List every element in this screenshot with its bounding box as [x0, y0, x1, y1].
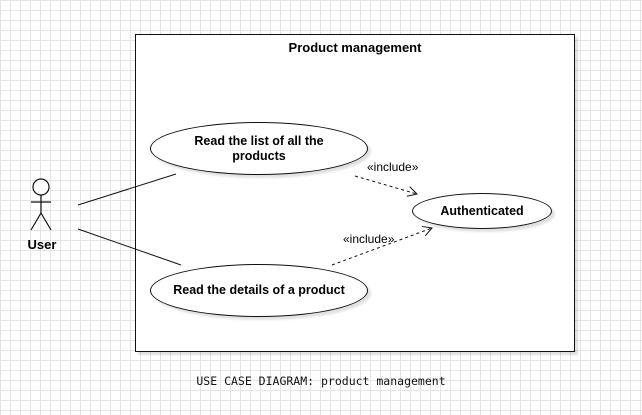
include-label-2: «include»: [343, 232, 395, 246]
usecase-read-list-label: Read the list of all the products: [194, 133, 324, 163]
usecase-read-list: Read the list of all the products: [150, 122, 368, 175]
actor-icon: [30, 178, 52, 231]
usecase-authenticated-label: Authenticated: [440, 203, 524, 218]
include-arrow-list: [354, 175, 418, 197]
diagram-caption: USE CASE DIAGRAM: product management: [196, 374, 446, 388]
system-title: Product management: [288, 40, 422, 55]
usecase-authenticated: Authenticated: [412, 193, 552, 229]
association-line-list: [77, 173, 177, 206]
association-line-details: [77, 228, 182, 266]
usecase-read-details-label: Read the details of a product: [173, 283, 345, 297]
include-label-1: «include»: [367, 160, 419, 174]
actor-label: User: [27, 237, 57, 252]
usecase-read-details: Read the details of a product: [150, 264, 368, 317]
